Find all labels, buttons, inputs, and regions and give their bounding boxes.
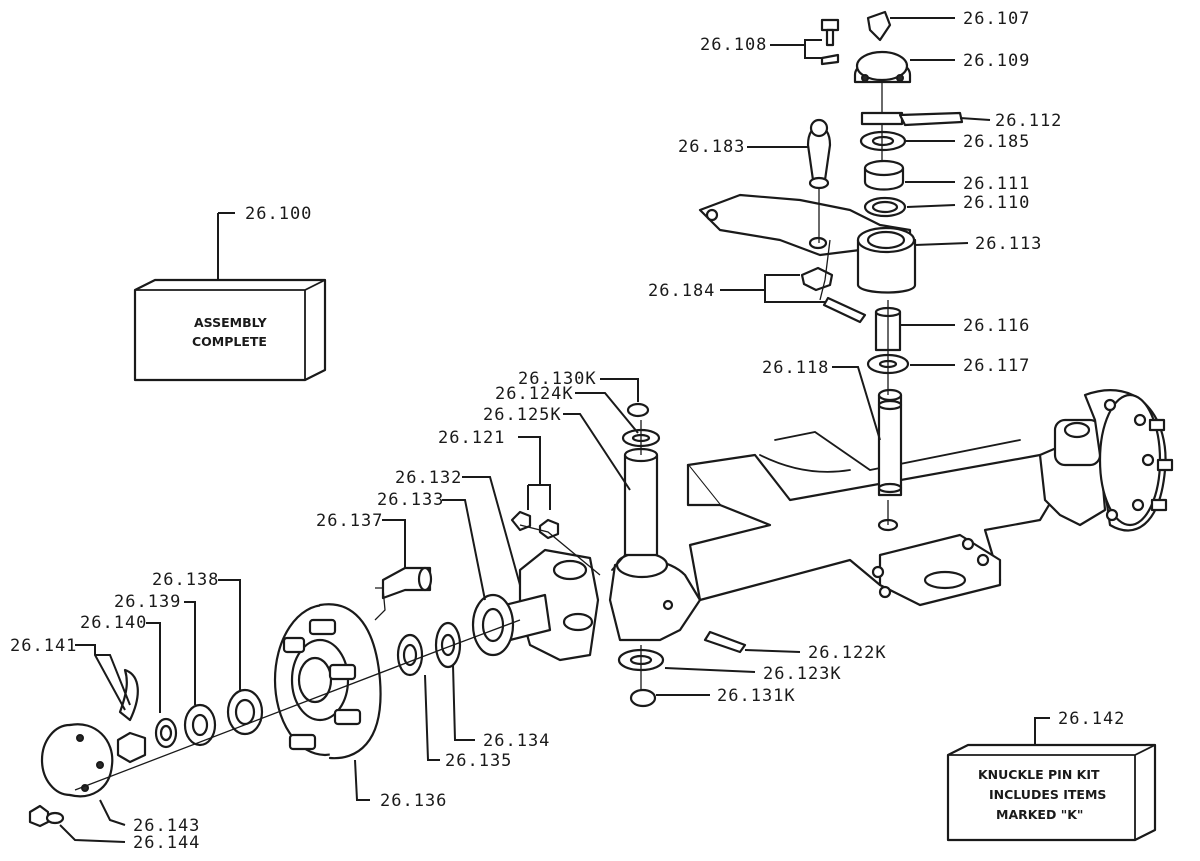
callout-26-130k: 26.130K xyxy=(518,369,597,389)
callout-26-122k: 26.122K xyxy=(808,643,887,663)
callout-26-132: 26.132 xyxy=(395,468,462,488)
callout-26-135: 26.135 xyxy=(445,751,512,771)
kit-box-line-1: KNUCKLE PIN KIT xyxy=(978,767,1100,782)
callout-26-131k: 26.131K xyxy=(717,686,796,706)
callout-26-121: 26.121 xyxy=(438,428,505,448)
axle-beam xyxy=(686,431,1072,607)
assembly-complete-box: ASSEMBLY COMPLETE xyxy=(133,278,327,382)
callout-26-123k: 26.123K xyxy=(763,664,842,684)
callout-26-133: 26.133 xyxy=(377,490,444,510)
knuckle-spindle xyxy=(471,548,702,662)
callout-26-116: 26.116 xyxy=(963,316,1030,336)
callout-26-124k: 26.124K xyxy=(495,384,574,404)
callout-26-134: 26.134 xyxy=(483,731,550,751)
callout-26-137: 26.137 xyxy=(316,511,383,531)
steering-arm-assembly xyxy=(698,10,964,324)
kit-box-line-2: INCLUDES ITEMS xyxy=(989,787,1106,802)
callout-26-118: 26.118 xyxy=(762,358,829,378)
callout-26-143: 26.143 xyxy=(133,816,200,836)
right-knuckle-assembly xyxy=(1038,389,1174,532)
knuckle-pin-kit-box: KNUCKLE PIN KIT INCLUDES ITEMS MARKED "K… xyxy=(946,743,1157,842)
callout-26-108: 26.108 xyxy=(700,35,767,55)
assembly-box-line-1: ASSEMBLY xyxy=(194,315,268,330)
callout-26-144: 26.144 xyxy=(133,833,200,853)
callout-26-112: 26.112 xyxy=(995,111,1062,131)
leader-lines xyxy=(59,17,1050,843)
callout-26-142: 26.142 xyxy=(1058,709,1125,729)
callout-26-184: 26.184 xyxy=(648,281,715,301)
assembly-box-line-2: COMPLETE xyxy=(192,334,267,349)
callout-26-100: 26.100 xyxy=(245,204,312,224)
callout-labels: 26.107 26.108 26.109 26.112 26.183 26.18… xyxy=(10,9,1125,853)
callout-26-141: 26.141 xyxy=(10,636,77,656)
hub-assembly xyxy=(28,566,462,828)
callout-26-185: 26.185 xyxy=(963,132,1030,152)
callout-26-113: 26.113 xyxy=(975,234,1042,254)
kit-box-line-3: MARKED "K" xyxy=(996,807,1083,822)
callout-26-109: 26.109 xyxy=(963,51,1030,71)
callout-26-138: 26.138 xyxy=(152,570,219,590)
callout-26-117: 26.117 xyxy=(963,356,1030,376)
callout-26-107: 26.107 xyxy=(963,9,1030,29)
callout-26-139: 26.139 xyxy=(114,592,181,612)
callout-26-183: 26.183 xyxy=(678,137,745,157)
callout-26-140: 26.140 xyxy=(80,613,147,633)
callout-26-110: 26.110 xyxy=(963,193,1030,213)
callout-26-136: 26.136 xyxy=(380,791,447,811)
callout-26-125k: 26.125K xyxy=(483,405,562,425)
assembly-axis-lines xyxy=(74,80,889,791)
callout-26-111: 26.111 xyxy=(963,174,1030,194)
